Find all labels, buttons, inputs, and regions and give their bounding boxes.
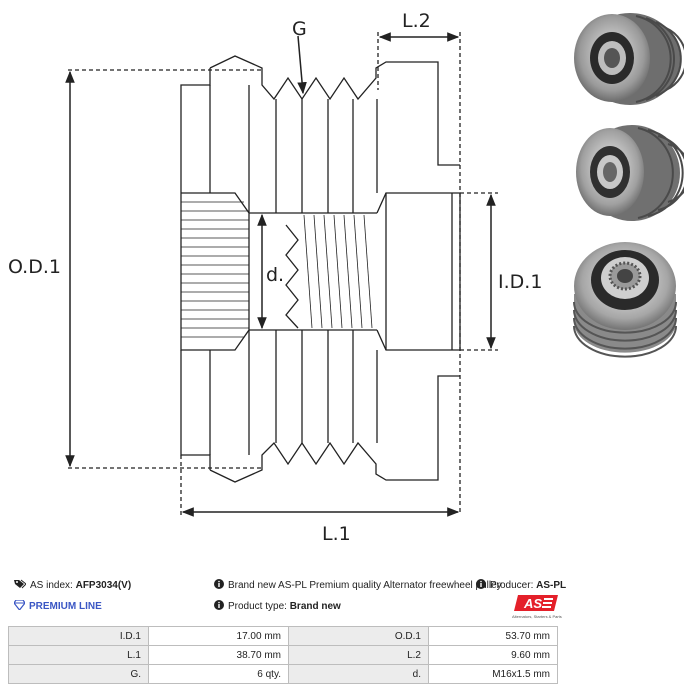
table-row: G. 6 qty. d. M16x1.5 mm (8, 664, 558, 684)
logo-text: AS (523, 596, 542, 611)
label-g: G (292, 18, 307, 40)
extension-lines (68, 32, 498, 515)
pulley-outline (180, 55, 461, 483)
product-type-label: Product type: (228, 601, 287, 613)
info-icon (214, 600, 224, 613)
producer-label: Producer: (490, 580, 534, 592)
producer: Producer: AS-PL (476, 579, 566, 592)
spec-key: L.2 (288, 645, 429, 665)
technical-drawing: G L.2 O.D.1 I.D.1 d. L.1 (8, 10, 542, 545)
label-id1: I.D.1 (498, 271, 542, 293)
table-row: L.1 38.70 mm L.2 9.60 mm (8, 645, 558, 665)
label-d: d. (266, 264, 284, 286)
spec-value: 17.00 mm (148, 626, 289, 646)
info-icon (476, 579, 486, 592)
spec-value: 38.70 mm (148, 645, 289, 665)
pulley-rear-view-photo (573, 242, 677, 358)
spec-key: G. (8, 664, 149, 684)
as-pl-logo: AS Alternators, Starters & Parts (512, 595, 562, 619)
product-description: Brand new AS-PL Premium quality Alternat… (214, 579, 502, 592)
spec-key: d. (288, 664, 429, 684)
spec-value: 9.60 mm (428, 645, 558, 665)
spec-key: L.1 (8, 645, 149, 665)
tags-icon (14, 579, 27, 592)
logo-tagline: Alternators, Starters & Parts (512, 614, 562, 619)
pulley-angled-view-photo (576, 125, 684, 221)
as-index-label: AS index: (30, 580, 73, 592)
spec-value: 6 qty. (148, 664, 289, 684)
pulley-front-view-photo (574, 13, 684, 105)
spline-hatching (181, 201, 249, 338)
table-row: I.D.1 17.00 mm O.D.1 53.70 mm (8, 626, 558, 646)
label-l1: L.1 (322, 523, 351, 545)
spec-key: I.D.1 (8, 626, 149, 646)
spec-value: M16x1.5 mm (428, 664, 558, 684)
thread-hatching (303, 214, 373, 329)
spec-key: O.D.1 (288, 626, 429, 646)
label-od1: O.D.1 (8, 256, 61, 278)
producer-value: AS-PL (536, 580, 567, 592)
label-l2: L.2 (402, 10, 431, 32)
product-type: Product type: Brand new (214, 600, 341, 613)
premium-line-label: PREMIUM LINE (29, 601, 102, 613)
product-type-value: Brand new (289, 601, 341, 613)
premium-line-badge: PREMIUM LINE (13, 599, 102, 613)
as-index: AS index: AFP3034(V) (14, 579, 131, 592)
dimension-arrows (65, 32, 496, 517)
as-index-value: AFP3034(V) (75, 580, 132, 592)
specs-table: I.D.1 17.00 mm O.D.1 53.70 mm L.1 38.70 … (8, 626, 558, 684)
description-text: Brand new AS-PL Premium quality Alternat… (228, 580, 502, 592)
info-icon (214, 579, 224, 592)
diamond-icon (13, 599, 26, 613)
spec-value: 53.70 mm (428, 626, 558, 646)
